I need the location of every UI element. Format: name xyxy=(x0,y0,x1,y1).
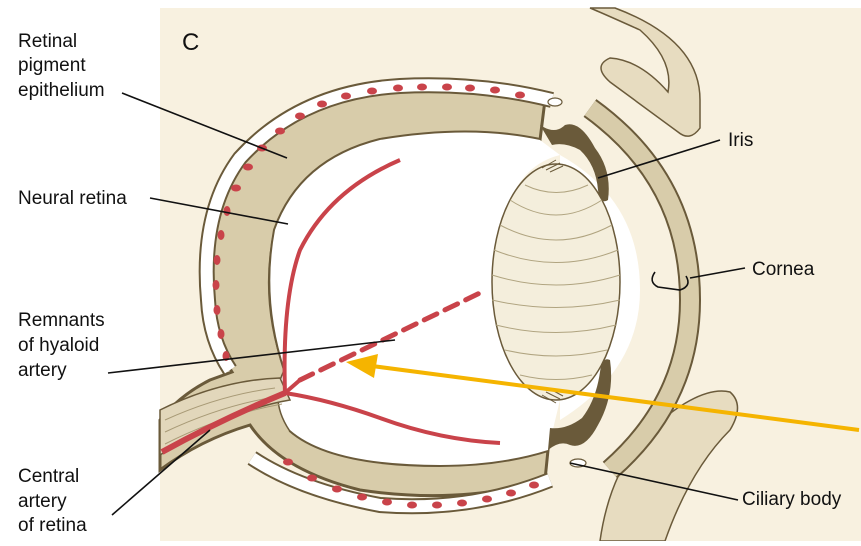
label-rpe-line1: Retinal xyxy=(18,31,77,52)
label-remnants-line2: of hyaloid xyxy=(18,335,99,356)
label-remnants-line3: artery xyxy=(18,360,67,381)
label-central-line3: of retina xyxy=(18,515,87,536)
ciliary-ring-top xyxy=(548,98,562,106)
label-rpe-line2: pigment xyxy=(18,55,86,76)
label-central-line2: artery xyxy=(18,491,67,512)
lens xyxy=(492,164,620,400)
label-cornea: Cornea xyxy=(752,259,815,280)
label-neural-retina: Neural retina xyxy=(18,188,127,209)
label-central-line1: Central xyxy=(18,466,79,487)
panel-letter: C xyxy=(182,29,199,56)
label-iris: Iris xyxy=(728,130,753,151)
label-rpe-line3: epithelium xyxy=(18,80,105,101)
label-ciliary-body: Ciliary body xyxy=(742,489,842,510)
label-remnants-line1: Remnants xyxy=(18,310,105,331)
